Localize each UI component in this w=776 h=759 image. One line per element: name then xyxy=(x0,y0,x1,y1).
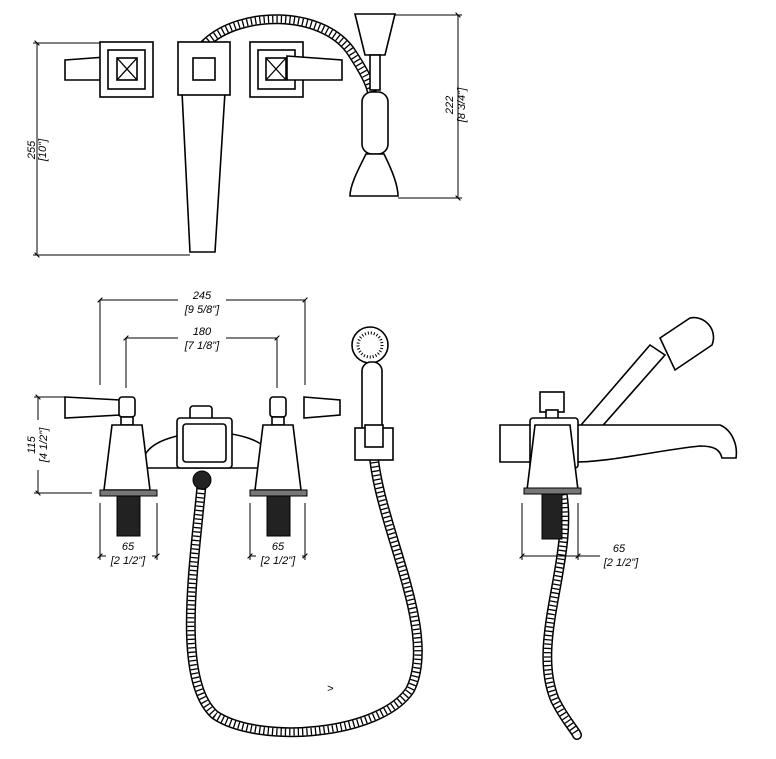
dim-centers-mm: 180 xyxy=(193,326,212,338)
front-lever-right xyxy=(303,396,341,419)
marker-glyph: > xyxy=(327,683,334,695)
dim-centers-inch: [7 1/8"] xyxy=(184,340,220,352)
front-view: > 245 [9 5/8"] 180 [7 1/8"] 115 [4 1/2"]… xyxy=(24,288,423,738)
dim-shank-right-inch: [2 1/2"] xyxy=(260,555,296,567)
front-handle-right xyxy=(254,424,302,491)
plan-handset xyxy=(361,91,389,155)
side-handle-body xyxy=(526,424,579,491)
dim-shank-right-mm: 65 xyxy=(272,541,285,553)
plan-lever-right xyxy=(286,55,343,81)
dim-shank-side-inch: [2 1/2"] xyxy=(603,557,639,569)
dim-width-inch: [9 5/8"] xyxy=(184,304,220,316)
plan-shower-cup xyxy=(353,13,397,56)
dim-shank-side-mm: 65 xyxy=(613,543,626,555)
dim-height-mm: 115 xyxy=(26,435,38,453)
dim-plan-height-mm: 255 xyxy=(26,140,38,160)
dim-height-inch: [4 1/2"] xyxy=(38,427,50,463)
front-handle-left xyxy=(103,424,151,491)
side-shank xyxy=(541,493,563,540)
dim-shank-left-mm: 65 xyxy=(122,541,135,553)
plan-spout xyxy=(181,91,226,253)
front-shank-right xyxy=(266,495,291,537)
front-lever-left xyxy=(64,396,121,419)
dim-shower-height-mm: 222 xyxy=(444,96,456,115)
plan-view: 255 [10"] 222 [8 3/4"] xyxy=(26,12,468,258)
dim-plan-height-inch: [10"] xyxy=(37,138,49,162)
dim-shank-left-inch: [2 1/2"] xyxy=(110,555,146,567)
side-handset-head xyxy=(658,316,715,372)
side-view: 65 [2 1/2"] xyxy=(499,316,738,740)
side-knob xyxy=(539,391,565,413)
dim-shower-height-inch: [8 3/4"] xyxy=(456,87,468,123)
dim-width-mm: 245 xyxy=(192,290,212,302)
front-shank-left xyxy=(116,495,141,537)
